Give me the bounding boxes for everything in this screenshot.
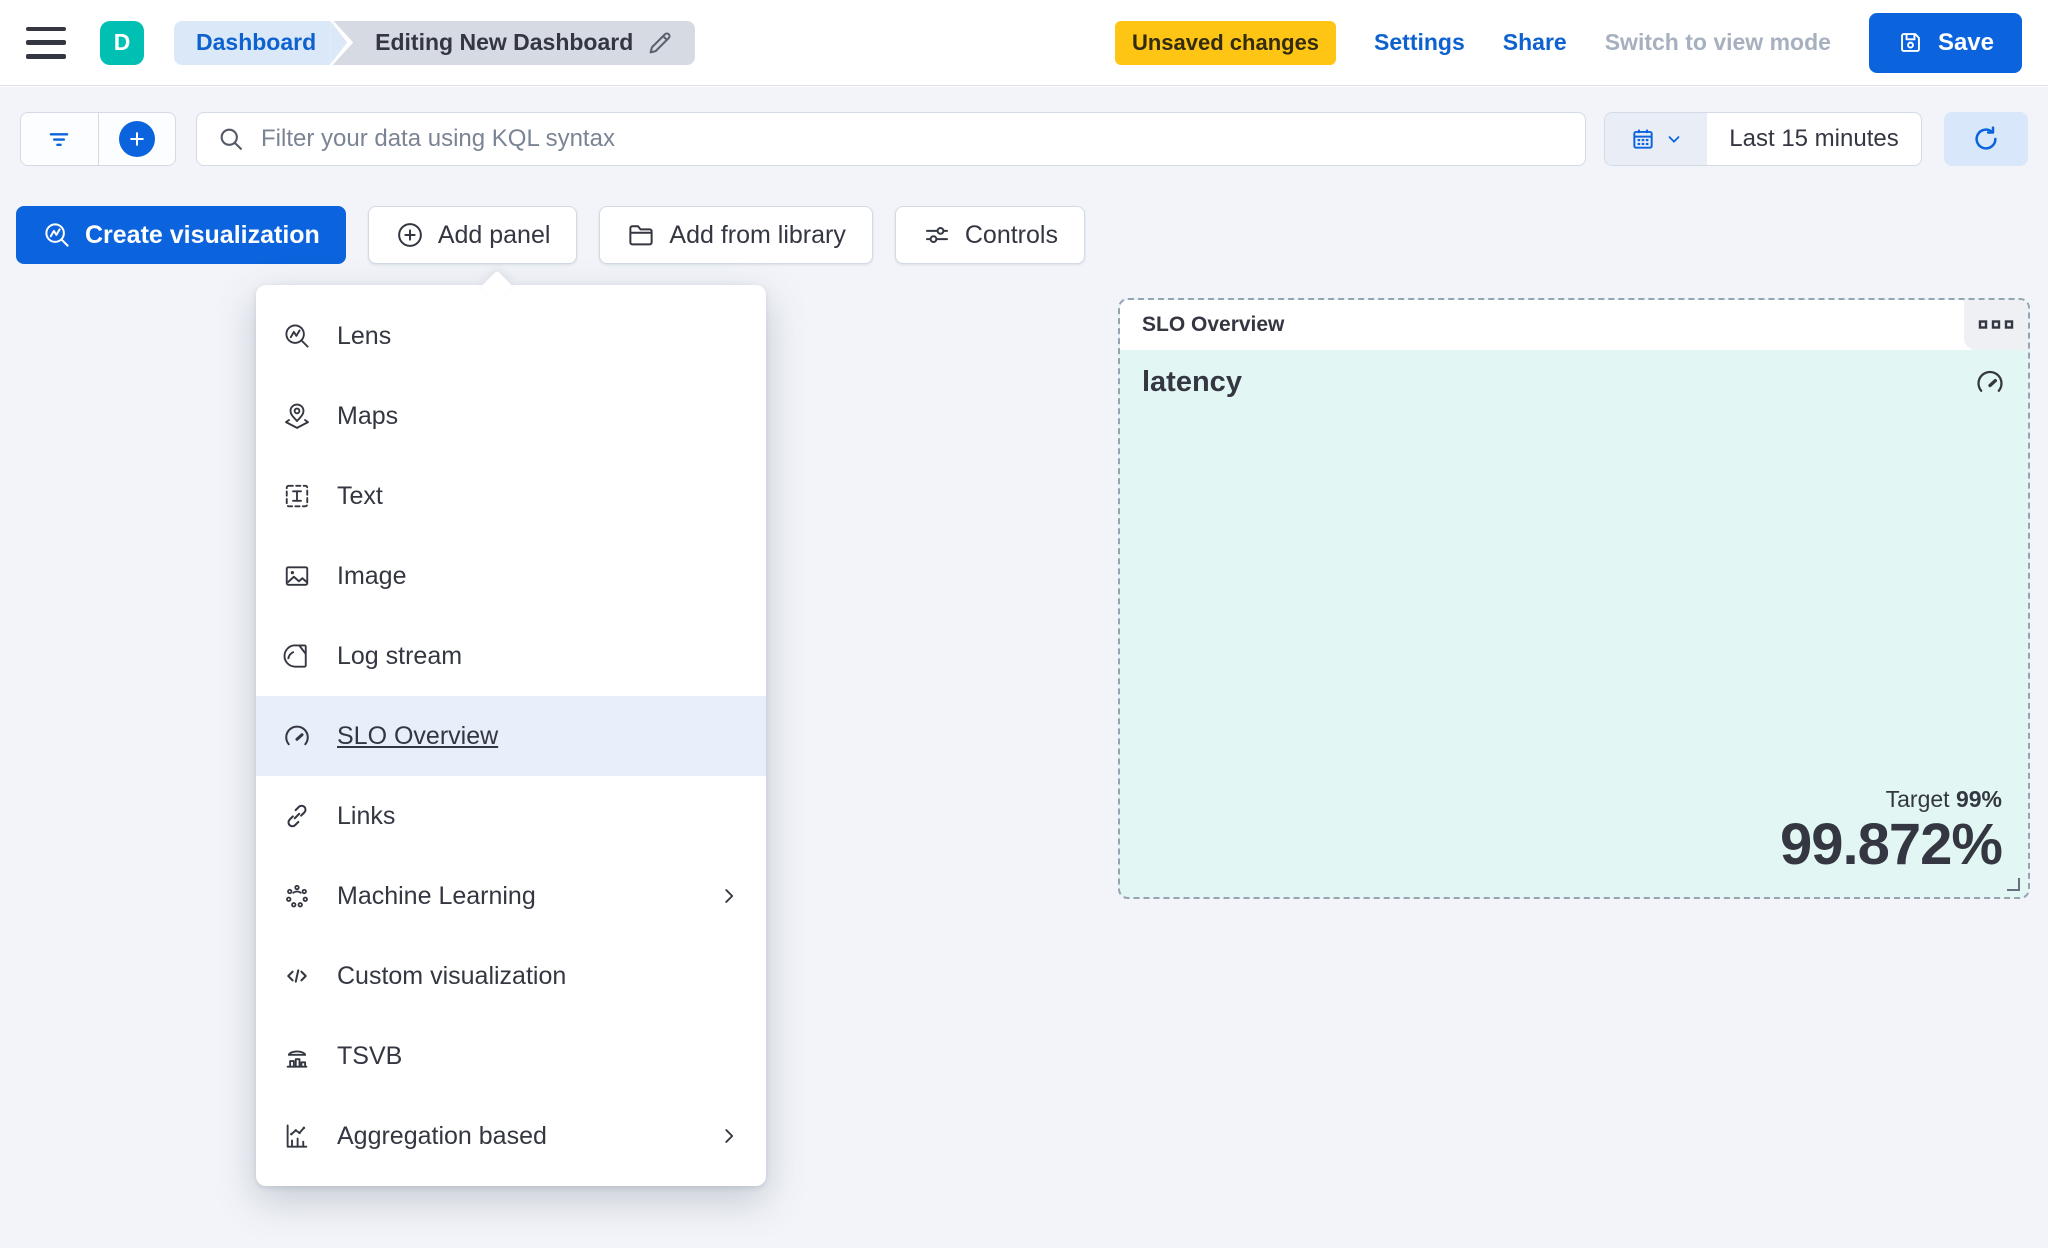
header-actions: Unsaved changes Settings Share Switch to… bbox=[1114, 12, 2022, 73]
menu-item-label: Maps bbox=[337, 401, 399, 430]
date-quick-select-button[interactable] bbox=[1605, 113, 1707, 165]
avatar[interactable]: D bbox=[100, 20, 144, 65]
menu-item-label: SLO Overview bbox=[337, 721, 499, 750]
panel-title: SLO Overview bbox=[1142, 313, 1285, 336]
breadcrumb-dashboard[interactable]: Dashboard bbox=[174, 20, 348, 65]
menu-item-label: Aggregation based bbox=[337, 1121, 547, 1150]
share-link[interactable]: Share bbox=[1502, 29, 1567, 55]
unsaved-changes-badge: Unsaved changes bbox=[1114, 20, 1337, 65]
plus-in-circle-icon bbox=[397, 223, 422, 247]
panel-options-button[interactable] bbox=[1964, 300, 2028, 350]
plus-icon bbox=[118, 121, 155, 157]
menu-item-image[interactable]: Image bbox=[256, 536, 766, 616]
settings-link[interactable]: Settings bbox=[1374, 29, 1465, 55]
switch-to-view-mode-link[interactable]: Switch to view mode bbox=[1604, 29, 1831, 55]
add-panel-menu: Lens Maps Text Image bbox=[256, 270, 766, 1186]
slo-target-value: 99% bbox=[1955, 786, 2002, 813]
dashboard-actions-row: Create visualization Add panel Add from … bbox=[16, 206, 1085, 264]
refresh-button[interactable] bbox=[1944, 112, 2028, 166]
folder-icon bbox=[629, 225, 654, 246]
breadcrumb-editing-title[interactable]: Editing New Dashboard bbox=[333, 20, 696, 65]
slo-target-label: Target bbox=[1885, 786, 1950, 813]
calendar-icon bbox=[1632, 129, 1653, 149]
links-icon bbox=[287, 804, 307, 828]
save-button-label: Save bbox=[1937, 28, 1994, 56]
search-icon bbox=[220, 128, 242, 150]
menu-item-label: Lens bbox=[337, 321, 392, 350]
slo-target: Target 99% bbox=[1780, 786, 2002, 813]
controls-label: Controls bbox=[964, 220, 1058, 249]
create-visualization-button[interactable]: Create visualization bbox=[16, 206, 346, 264]
panel-body: latency Target 99% 99.872% bbox=[1120, 350, 2028, 897]
slo-value: 99.872% bbox=[1780, 812, 2003, 878]
breadcrumb: Dashboard Editing New Dashboard bbox=[174, 20, 696, 65]
menu-item-log-stream[interactable]: Log stream bbox=[256, 616, 766, 696]
text-icon bbox=[285, 484, 309, 508]
breadcrumb-editing-label: Editing New Dashboard bbox=[375, 29, 634, 55]
boxes-horizontal-icon bbox=[1978, 320, 2014, 329]
menu-item-label: Links bbox=[337, 801, 396, 830]
kql-search-input[interactable] bbox=[261, 125, 1565, 153]
add-from-library-button[interactable]: Add from library bbox=[599, 206, 873, 264]
menu-item-label: Custom visualization bbox=[337, 961, 567, 990]
chevron-down-icon bbox=[1668, 136, 1679, 143]
filter-icon bbox=[49, 133, 69, 146]
tsvb-icon bbox=[286, 1050, 308, 1068]
time-range-value[interactable]: Last 15 minutes bbox=[1729, 125, 1899, 152]
panel-header: SLO Overview bbox=[1120, 300, 2028, 350]
menu-item-text[interactable]: Text bbox=[256, 456, 766, 536]
breadcrumb-dashboard-label: Dashboard bbox=[196, 29, 317, 55]
slo-gauge-icon bbox=[285, 725, 309, 746]
log-stream-icon bbox=[283, 644, 307, 668]
add-from-library-label: Add from library bbox=[669, 220, 846, 249]
kql-search-bar bbox=[196, 112, 1586, 166]
save-button[interactable]: Save bbox=[1868, 12, 2022, 73]
chevron-right-icon bbox=[725, 1129, 734, 1143]
menu-item-aggregation-based[interactable]: Aggregation based bbox=[256, 1096, 766, 1176]
menu-item-label: Text bbox=[337, 481, 383, 510]
lens-icon bbox=[45, 223, 69, 247]
menu-item-custom-visualization[interactable]: Custom visualization bbox=[256, 936, 766, 1016]
menu-item-label: TSVB bbox=[337, 1041, 403, 1070]
menu-item-links[interactable]: Links bbox=[256, 776, 766, 856]
lens-icon bbox=[285, 324, 309, 348]
menu-item-tsvb[interactable]: TSVB bbox=[256, 1016, 766, 1096]
top-header-bar: D Dashboard Editing New Dashboard Unsave… bbox=[0, 0, 2048, 86]
edit-pencil-icon bbox=[649, 31, 671, 53]
menu-item-machine-learning[interactable]: Machine Learning bbox=[256, 856, 766, 936]
panel-resize-handle[interactable] bbox=[2007, 878, 2020, 891]
create-visualization-label: Create visualization bbox=[85, 220, 320, 249]
slo-metrics: Target 99% 99.872% bbox=[1780, 786, 2003, 878]
menu-item-slo-overview[interactable]: SLO Overview bbox=[256, 696, 766, 776]
menu-item-label: Image bbox=[337, 561, 407, 590]
maps-icon bbox=[285, 403, 309, 429]
image-icon bbox=[285, 566, 309, 586]
filter-menu-button[interactable] bbox=[21, 113, 98, 165]
aggregation-based-icon bbox=[286, 1124, 308, 1148]
add-filter-button[interactable] bbox=[97, 113, 176, 165]
machine-learning-icon bbox=[286, 884, 308, 908]
time-range-picker: Last 15 minutes bbox=[1604, 112, 1922, 166]
slo-overview-panel[interactable]: SLO Overview latency Target 99% 99.872% bbox=[1118, 298, 2030, 899]
gauge-icon bbox=[1977, 370, 2003, 392]
save-icon bbox=[1901, 33, 1920, 52]
refresh-icon bbox=[1975, 126, 1997, 150]
menu-item-maps[interactable]: Maps bbox=[256, 376, 766, 456]
slo-name: latency bbox=[1142, 366, 1242, 398]
controls-button[interactable]: Controls bbox=[894, 206, 1085, 264]
menu-item-label: Machine Learning bbox=[337, 881, 536, 910]
controls-sliders-icon bbox=[925, 226, 948, 243]
filter-button-group bbox=[20, 112, 176, 166]
custom-visualization-icon bbox=[287, 969, 307, 983]
menu-item-label: Log stream bbox=[337, 641, 463, 670]
chevron-right-icon bbox=[725, 889, 734, 903]
add-panel-label: Add panel bbox=[437, 220, 551, 249]
menu-icon[interactable] bbox=[26, 26, 66, 59]
add-panel-button[interactable]: Add panel bbox=[367, 206, 578, 264]
menu-item-lens[interactable]: Lens bbox=[256, 296, 766, 376]
